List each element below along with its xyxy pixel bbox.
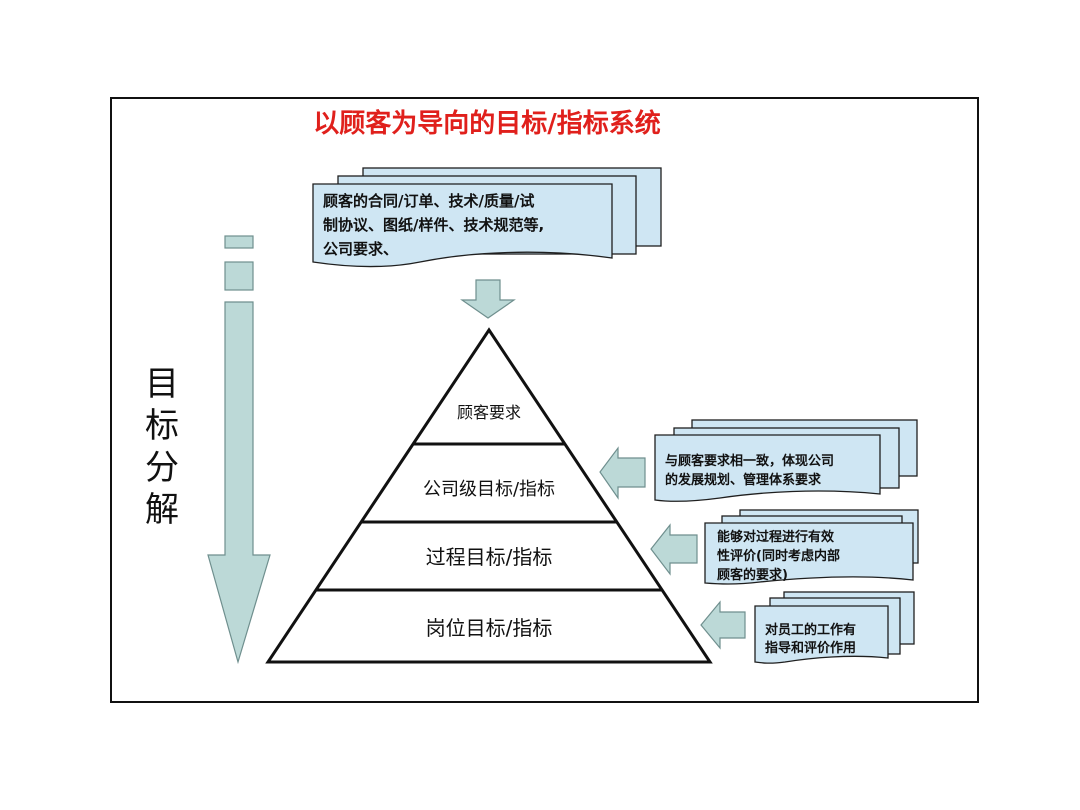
pyramid-level-position: 岗位目标/指标 — [426, 616, 553, 640]
svg-text:的发展规划、管理体系要求: 的发展规划、管理体系要求 — [665, 472, 822, 488]
svg-text:与顾客要求相一致，体现公司: 与顾客要求相一致，体现公司 — [665, 453, 834, 469]
svg-text:解: 解 — [145, 490, 179, 530]
svg-text:顾客的要求): 顾客的要求) — [717, 567, 788, 583]
left-arrow-icon — [650, 523, 698, 576]
left-arrow-icon — [599, 446, 646, 500]
decomposition-arrow — [207, 235, 271, 665]
diagram-title: 以顾客为导向的目标/指标系统 — [313, 108, 661, 139]
pyramid-level-process: 过程目标/指标 — [426, 545, 553, 569]
note-process: 能够对过程进行有效 性评价(同时考虑内部 顾客的要求) — [650, 509, 919, 585]
svg-text:性评价(同时考虑内部: 性评价(同时考虑内部 — [717, 548, 840, 564]
pyramid-level-company: 公司级目标/指标 — [423, 479, 555, 500]
side-label: 目 标 分 解 — [145, 364, 179, 530]
note-position: 对员工的工作有 指导和评价作用 — [700, 591, 915, 664]
svg-text:能够对过程进行有效: 能够对过程进行有效 — [717, 529, 835, 545]
input-box-line: 制协议、图纸/样件、技术规范等, — [323, 216, 544, 234]
svg-text:标: 标 — [145, 406, 179, 446]
pyramid: 顾客要求 公司级目标/指标 过程目标/指标 岗位目标/指标 — [265, 327, 713, 664]
note-company: 与顾客要求相一致，体现公司 的发展规划、管理体系要求 — [599, 419, 918, 502]
diagram-frame — [110, 97, 979, 703]
svg-text:目: 目 — [145, 364, 179, 404]
svg-text:指导和评价作用: 指导和评价作用 — [765, 640, 856, 656]
input-box-line: 顾客的合同/订单、技术/质量/试 — [323, 192, 534, 210]
pyramid-level-customer: 顾客要求 — [457, 403, 521, 422]
svg-text:对员工的工作有: 对员工的工作有 — [765, 622, 856, 638]
input-box-line: 公司要求、 — [323, 240, 398, 258]
input-document-stack: 顾客的合同/订单、技术/质量/试 制协议、图纸/样件、技术规范等, 公司要求、 — [312, 167, 662, 268]
svg-text:分: 分 — [145, 448, 179, 488]
left-arrow-icon — [700, 600, 746, 650]
down-arrow-icon — [460, 279, 516, 319]
